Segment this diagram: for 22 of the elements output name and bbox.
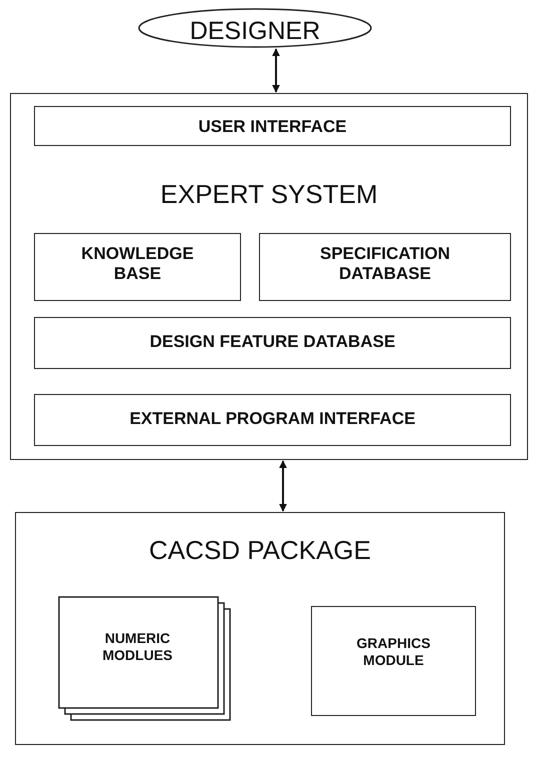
node-label: KNOWLEDGE BASE <box>80 244 195 285</box>
node-label: GRAPHICS MODULE <box>356 635 432 669</box>
container-heading: CACSD PACKAGE <box>148 535 372 566</box>
system-container <box>10 93 528 460</box>
node-label: USER INTERFACE <box>197 117 348 138</box>
double-arrow <box>279 460 287 512</box>
node-label: SPECIFICATION DATABASE <box>318 244 452 285</box>
node-label: DESIGNER <box>188 16 322 46</box>
module-box <box>311 606 476 716</box>
node-label: EXTERNAL PROGRAM INTERFACE <box>128 409 416 430</box>
component-box <box>34 394 511 446</box>
node-label: NUMERIC MODLUES <box>102 630 174 664</box>
stacked-module-box <box>58 596 231 721</box>
actor-ellipse <box>138 8 372 48</box>
package-container <box>15 512 505 745</box>
component-box <box>34 317 511 369</box>
container-heading: EXPERT SYSTEM <box>159 179 379 210</box>
component-box <box>259 233 511 301</box>
component-box <box>34 106 511 146</box>
node-label: DESIGN FEATURE DATABASE <box>148 332 396 352</box>
double-arrow <box>272 48 280 93</box>
component-box <box>34 233 241 301</box>
